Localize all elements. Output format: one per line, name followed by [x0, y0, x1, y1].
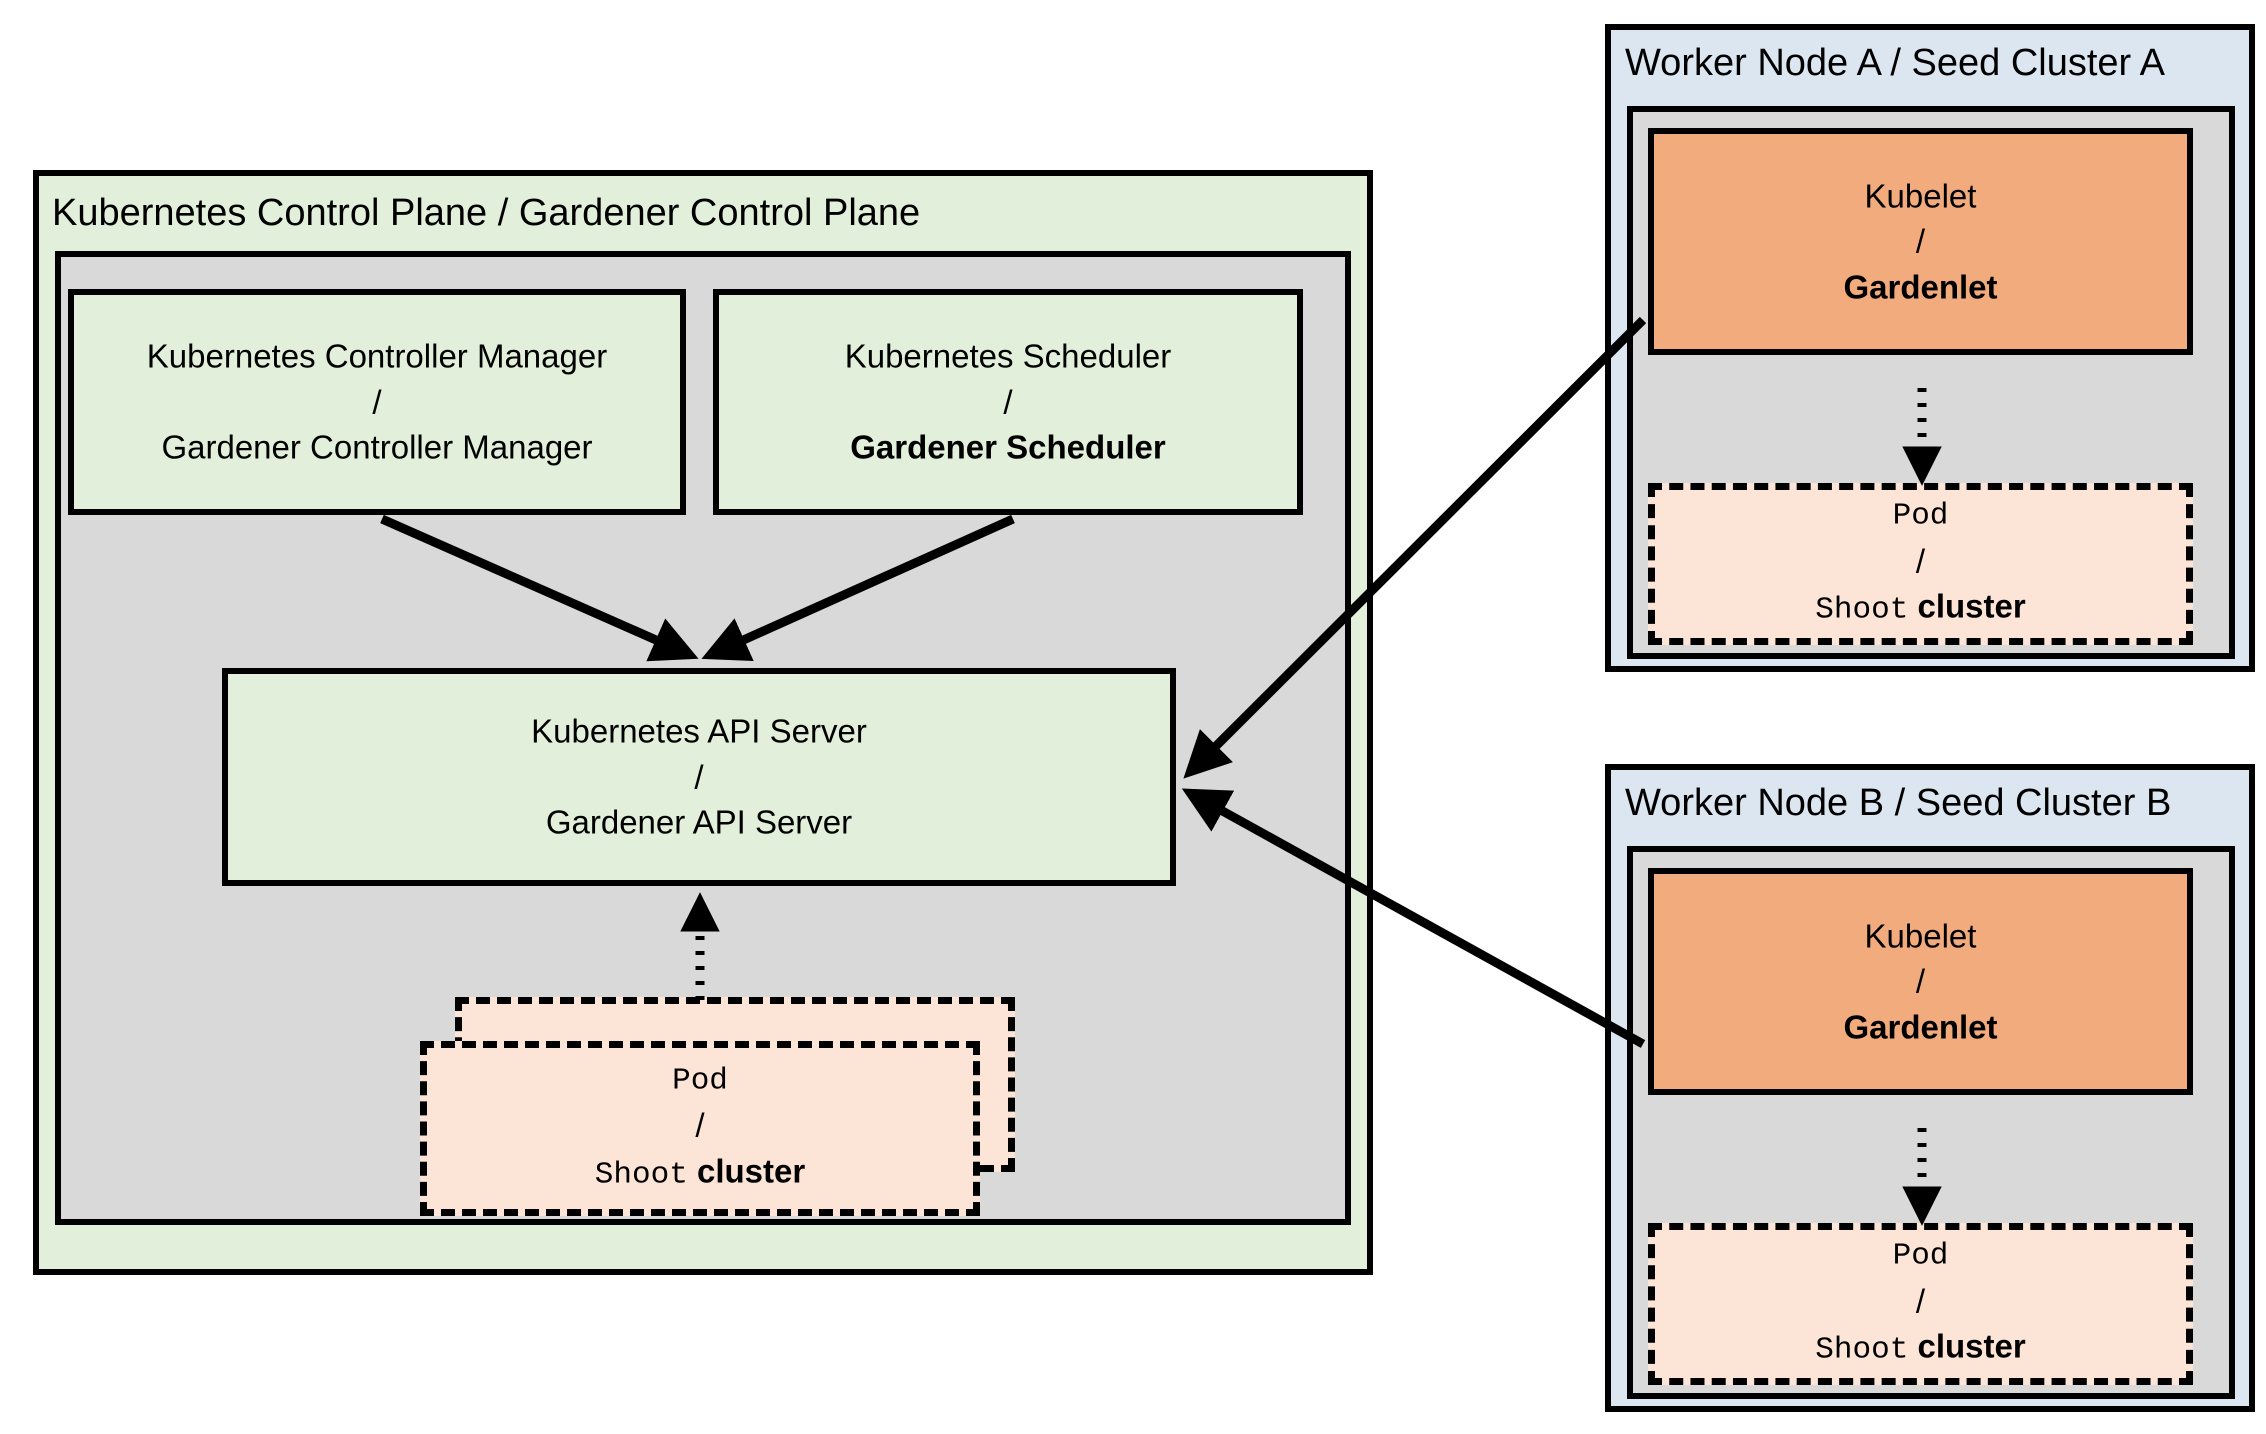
controller-manager-line2: Gardener Controller Manager	[161, 428, 593, 466]
scheduler-line1: Kubernetes Scheduler	[844, 337, 1172, 375]
worker-node-a-pod-line2-spacer	[1908, 588, 1917, 625]
control-plane-pod-box[interactable]: Pod / Shoot cluster	[420, 1041, 980, 1216]
kubernetes-scheduler-box[interactable]: Kubernetes Scheduler / Gardener Schedule…	[713, 289, 1303, 515]
control-plane-pod-line2-bold: cluster	[696, 1152, 806, 1190]
worker-node-b-pod-box[interactable]: Pod / Shoot cluster	[1648, 1223, 2193, 1385]
worker-node-a-kubelet-line2: Gardenlet	[1843, 268, 1998, 306]
worker-node-b-kubelet-line2: Gardenlet	[1843, 1008, 1998, 1046]
api-server-line2: Gardener API Server	[545, 803, 853, 841]
worker-node-b-kubelet-box[interactable]: Kubelet / Gardenlet	[1648, 868, 2193, 1095]
worker-node-b-pod-line2-spacer	[1908, 1328, 1917, 1365]
worker-node-a-pod-separator: /	[1915, 542, 1926, 580]
worker-node-a-kubelet-line1: Kubelet	[1864, 177, 1977, 215]
control-plane-pod-line1: Pod	[672, 1062, 728, 1098]
worker-node-b-kubelet-line1: Kubelet	[1864, 917, 1977, 955]
control-plane-pod-separator: /	[695, 1106, 705, 1144]
worker-node-b-title: Worker Node B / Seed Cluster B	[1625, 782, 2172, 824]
api-server-separator: /	[694, 758, 704, 796]
worker-node-b-kubelet-separator: /	[1915, 962, 1926, 1000]
scheduler-label: Kubernetes Scheduler / Gardener Schedule…	[719, 334, 1297, 471]
controller-manager-line1: Kubernetes Controller Manager	[146, 337, 608, 375]
worker-node-a-kubelet-separator: /	[1915, 222, 1926, 260]
worker-node-a-pod-label: Pod / Shoot cluster	[1655, 495, 2186, 632]
control-plane-pod-line2: Shoot cluster	[427, 1148, 973, 1197]
worker-node-a-pod-line1: Pod	[1892, 498, 1949, 534]
worker-node-a-pod-box[interactable]: Pod / Shoot cluster	[1648, 483, 2193, 645]
control-plane-pod-line2-mono: Shoot	[594, 1157, 688, 1193]
worker-node-b-pod-line2-bold: cluster	[1917, 1327, 2026, 1365]
worker-node-a-title: Worker Node A / Seed Cluster A	[1625, 42, 2166, 84]
controller-manager-label: Kubernetes Controller Manager / Gardener…	[74, 334, 680, 471]
worker-node-a-pod-line2-bold: cluster	[1917, 587, 2026, 625]
kubernetes-api-server-box[interactable]: Kubernetes API Server / Gardener API Ser…	[222, 668, 1176, 886]
worker-node-b-pod-separator: /	[1915, 1282, 1926, 1320]
kubernetes-controller-manager-box[interactable]: Kubernetes Controller Manager / Gardener…	[68, 289, 686, 515]
control-plane-pod-label: Pod / Shoot cluster	[427, 1060, 973, 1197]
worker-node-b-kubelet-label: Kubelet / Gardenlet	[1654, 913, 2187, 1050]
scheduler-separator: /	[1003, 383, 1013, 421]
api-server-line1: Kubernetes API Server	[531, 712, 867, 750]
worker-node-b-pod-line1: Pod	[1892, 1238, 1949, 1274]
control-plane-title: Kubernetes Control Plane / Gardener Cont…	[52, 192, 921, 234]
worker-node-b-pod-line2: Shoot cluster	[1655, 1324, 2186, 1373]
worker-node-a-kubelet-box[interactable]: Kubelet / Gardenlet	[1648, 128, 2193, 355]
worker-node-a-kubelet-label: Kubelet / Gardenlet	[1654, 173, 2187, 310]
worker-node-a-pod-line2: Shoot cluster	[1655, 584, 2186, 633]
scheduler-line2: Gardener Scheduler	[850, 428, 1166, 466]
control-plane-pod-line2-spacer	[688, 1152, 697, 1189]
api-server-label: Kubernetes API Server / Gardener API Ser…	[228, 709, 1170, 846]
controller-manager-separator: /	[372, 383, 382, 421]
worker-node-b-pod-label: Pod / Shoot cluster	[1655, 1235, 2186, 1372]
worker-node-a-pod-line2-mono: Shoot	[1815, 592, 1909, 628]
worker-node-b-pod-line2-mono: Shoot	[1815, 1332, 1909, 1368]
